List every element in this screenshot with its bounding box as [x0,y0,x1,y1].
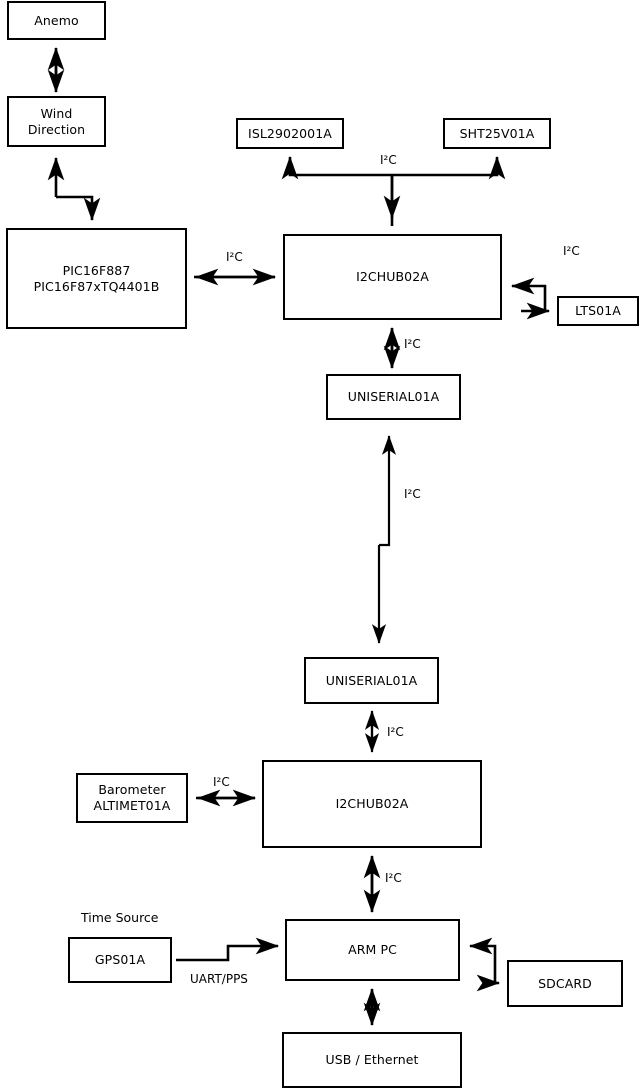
connector-hubtop-lts [510,277,551,320]
node-i2chub02a-bottom-label: I2CHUB02A [335,796,409,811]
node-anemo[interactable]: Anemo [7,1,106,40]
node-arm-pc[interactable]: ARM PC [285,919,460,981]
edge-label-i2c-barometer: I²C [213,775,230,789]
edge-label-i2c-pic-hub: I²C [226,250,243,264]
edge-label-i2c-uniserial-link: I²C [404,487,421,501]
connector-uniserial-link [371,435,397,644]
node-isl2902001a[interactable]: ISL2902001A [236,118,344,149]
edge-label-i2c-hub2-armpc: I²C [385,871,402,885]
node-barometer-altimet01a-label: Barometer ALTIMET01A [93,782,171,813]
node-sht25v01a[interactable]: SHT25V01A [443,118,551,149]
annotation-time-source: Time Source [81,910,159,925]
node-uniserial01a-top[interactable]: UNISERIAL01A [326,374,461,420]
edge-label-i2c-uniserial-hub2: I²C [387,725,404,739]
node-isl2902001a-label: ISL2902001A [248,125,332,141]
edge-label-uart-pps: UART/PPS [190,972,248,986]
connector-gps-armpc [176,937,280,962]
node-wind-direction-label: Wind Direction [27,105,86,137]
node-lts01a-label: LTS01A [575,303,621,318]
node-sdcard[interactable]: SDCARD [507,960,623,1007]
node-wind-direction[interactable]: Wind Direction [7,96,106,147]
node-usb-ethernet[interactable]: USB / Ethernet [282,1032,462,1088]
connector-hubtop-sensors [281,155,506,226]
node-uniserial01a-bottom-label: UNISERIAL01A [325,672,418,688]
node-i2chub02a-top[interactable]: I2CHUB02A [283,234,502,320]
edge-label-i2c-sensor-bus: I²C [380,153,397,167]
node-sht25v01a-label: SHT25V01A [459,125,535,141]
node-anemo-label: Anemo [34,12,79,28]
node-gps01a-label: GPS01A [94,952,146,967]
edge-label-i2c-lts: I²C [563,244,580,258]
node-lts01a[interactable]: LTS01A [557,296,639,326]
node-barometer-altimet01a[interactable]: Barometer ALTIMET01A [76,773,188,823]
edge-label-i2c-hub-uniserial: I²C [404,337,421,351]
node-i2chub02a-top-label: I2CHUB02A [356,269,429,284]
node-uniserial01a-bottom[interactable]: UNISERIAL01A [304,657,439,704]
connector-wind-pic [47,156,101,222]
node-gps01a[interactable]: GPS01A [68,937,172,983]
node-sdcard-label: SDCARD [538,975,592,991]
node-pic-microcontroller-label: PIC16F887 PIC16F87xTQ4401B [33,262,160,294]
node-arm-pc-label: ARM PC [348,942,397,957]
node-pic-microcontroller[interactable]: PIC16F887 PIC16F87xTQ4401B [6,228,187,329]
connector-armpc-sdcard [468,937,501,992]
node-usb-ethernet-label: USB / Ethernet [325,1052,419,1067]
node-i2chub02a-bottom[interactable]: I2CHUB02A [262,760,482,848]
node-uniserial01a-top-label: UNISERIAL01A [347,389,440,404]
